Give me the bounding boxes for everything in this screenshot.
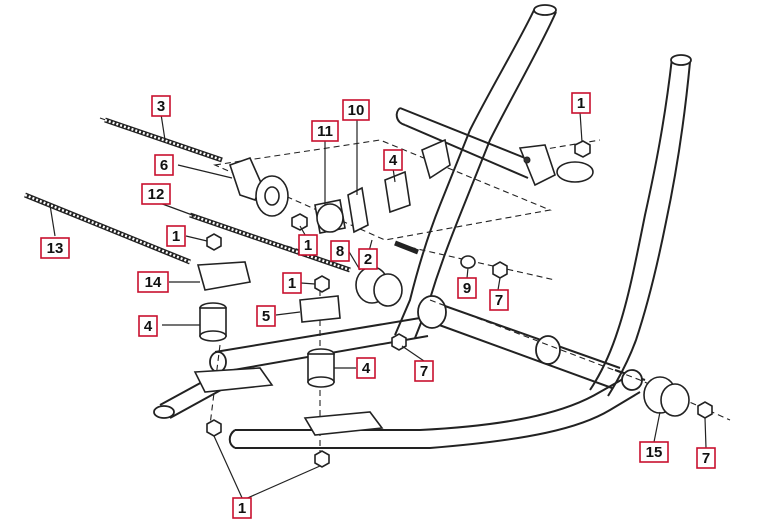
- callout-label: 15: [646, 444, 663, 461]
- nut-1-center-icon: [314, 275, 330, 293]
- callout-c4b: 4: [138, 315, 158, 337]
- callout-label: 9: [463, 280, 471, 297]
- callout-label: 11: [317, 123, 333, 140]
- callout-box: [311, 120, 339, 142]
- callout-label: 8: [336, 243, 344, 260]
- callout-c5: 5: [256, 305, 276, 327]
- callout-box: [489, 289, 509, 311]
- callout-label: 1: [577, 95, 585, 112]
- callout-box: [154, 154, 174, 176]
- mount-4-left-icon: [199, 302, 227, 342]
- callout-box: [282, 272, 302, 294]
- callout-label: 1: [238, 500, 246, 517]
- callout-c1e: 1: [232, 497, 252, 519]
- callout-box: [141, 183, 171, 205]
- callout-label: 5: [262, 308, 270, 325]
- callout-c1c: 1: [298, 234, 318, 256]
- callout-c15: 15: [639, 441, 669, 463]
- mount-4-upper-icon: [384, 170, 411, 214]
- nut-1-bottom-right-icon: [314, 450, 330, 468]
- callout-label: 7: [702, 450, 710, 467]
- callout-box: [342, 99, 370, 121]
- callout-box: [232, 497, 252, 519]
- callout-label: 13: [47, 240, 64, 257]
- nut-7-right-icon: [697, 401, 713, 419]
- bracket-5-icon: [299, 295, 341, 323]
- callout-label: 1: [304, 237, 312, 254]
- callout-label: 4: [144, 318, 153, 335]
- lower-plate-left-icon: [193, 367, 274, 393]
- callout-c12: 12: [141, 183, 171, 205]
- callout-box: [383, 149, 403, 171]
- lower-plate-right-icon: [303, 411, 384, 436]
- callout-c14: 14: [137, 271, 169, 293]
- callout-c2: 2: [358, 248, 378, 270]
- callout-c10: 10: [342, 99, 370, 121]
- leader-lines: [49, 111, 707, 501]
- callout-label: 4: [362, 360, 371, 377]
- callout-label: 1: [288, 275, 296, 292]
- washer-9-icon: [460, 255, 476, 269]
- bushing-15-icon: [643, 376, 690, 417]
- callout-c4a: 4: [383, 149, 403, 171]
- callout-box: [356, 357, 376, 379]
- callout-label: 10: [348, 102, 365, 119]
- callout-c11: 11: [311, 120, 339, 142]
- bolts-and-rods: [24, 117, 419, 273]
- callout-c4c: 4: [356, 357, 376, 379]
- callout-c7b: 7: [414, 360, 434, 382]
- bushing-8-icon: [355, 266, 403, 307]
- callout-label: 2: [364, 251, 372, 268]
- upper-bracket-icon: [421, 138, 594, 187]
- callout-box: [40, 237, 70, 259]
- callout-box: [137, 271, 169, 293]
- bolt-2: [394, 240, 419, 255]
- callout-c6: 6: [154, 154, 174, 176]
- callout-box: [358, 248, 378, 270]
- callout-box: [571, 92, 591, 114]
- callout-c7c: 7: [696, 447, 716, 469]
- callout-box: [138, 315, 158, 337]
- callout-box: [457, 277, 477, 299]
- callout-box: [298, 234, 318, 256]
- bushing-11-icon: [314, 199, 346, 234]
- callout-label: 12: [148, 186, 165, 203]
- callout-box: [639, 441, 669, 463]
- callout-label: 7: [495, 292, 503, 309]
- nut-1-left-icon: [206, 233, 222, 251]
- callout-box: [696, 447, 716, 469]
- callout-box: [256, 305, 276, 327]
- nut-1-bottom-left-icon: [206, 419, 222, 437]
- nuts: [206, 140, 713, 468]
- callout-c1d: 1: [282, 272, 302, 294]
- callout-c3: 3: [151, 95, 171, 117]
- callout-label: 3: [157, 98, 165, 115]
- bracket-6-icon: [228, 157, 289, 217]
- nut-1-mid-icon: [291, 213, 308, 231]
- callout-label: 6: [160, 157, 168, 174]
- callout-label: 7: [420, 363, 428, 380]
- callout-label: 14: [145, 274, 162, 291]
- nut-7-upper-icon: [492, 261, 508, 279]
- callout-label: 4: [389, 152, 398, 169]
- callout-box: [330, 240, 350, 262]
- callout-c13: 13: [40, 237, 70, 259]
- callout-c7a: 7: [489, 289, 509, 311]
- callout-box: [414, 360, 434, 382]
- callout-label: 1: [172, 228, 180, 245]
- callout-c1b: 1: [166, 225, 186, 247]
- callout-c8: 8: [330, 240, 350, 262]
- parts: [193, 138, 713, 468]
- mount-4-right-icon: [307, 348, 335, 388]
- callout-c1a: 1: [571, 92, 591, 114]
- callout-box: [151, 95, 171, 117]
- nut-1-upper-icon: [574, 140, 591, 158]
- bracket-14-icon: [196, 261, 251, 291]
- callout-c9: 9: [457, 277, 477, 299]
- callout-box: [166, 225, 186, 247]
